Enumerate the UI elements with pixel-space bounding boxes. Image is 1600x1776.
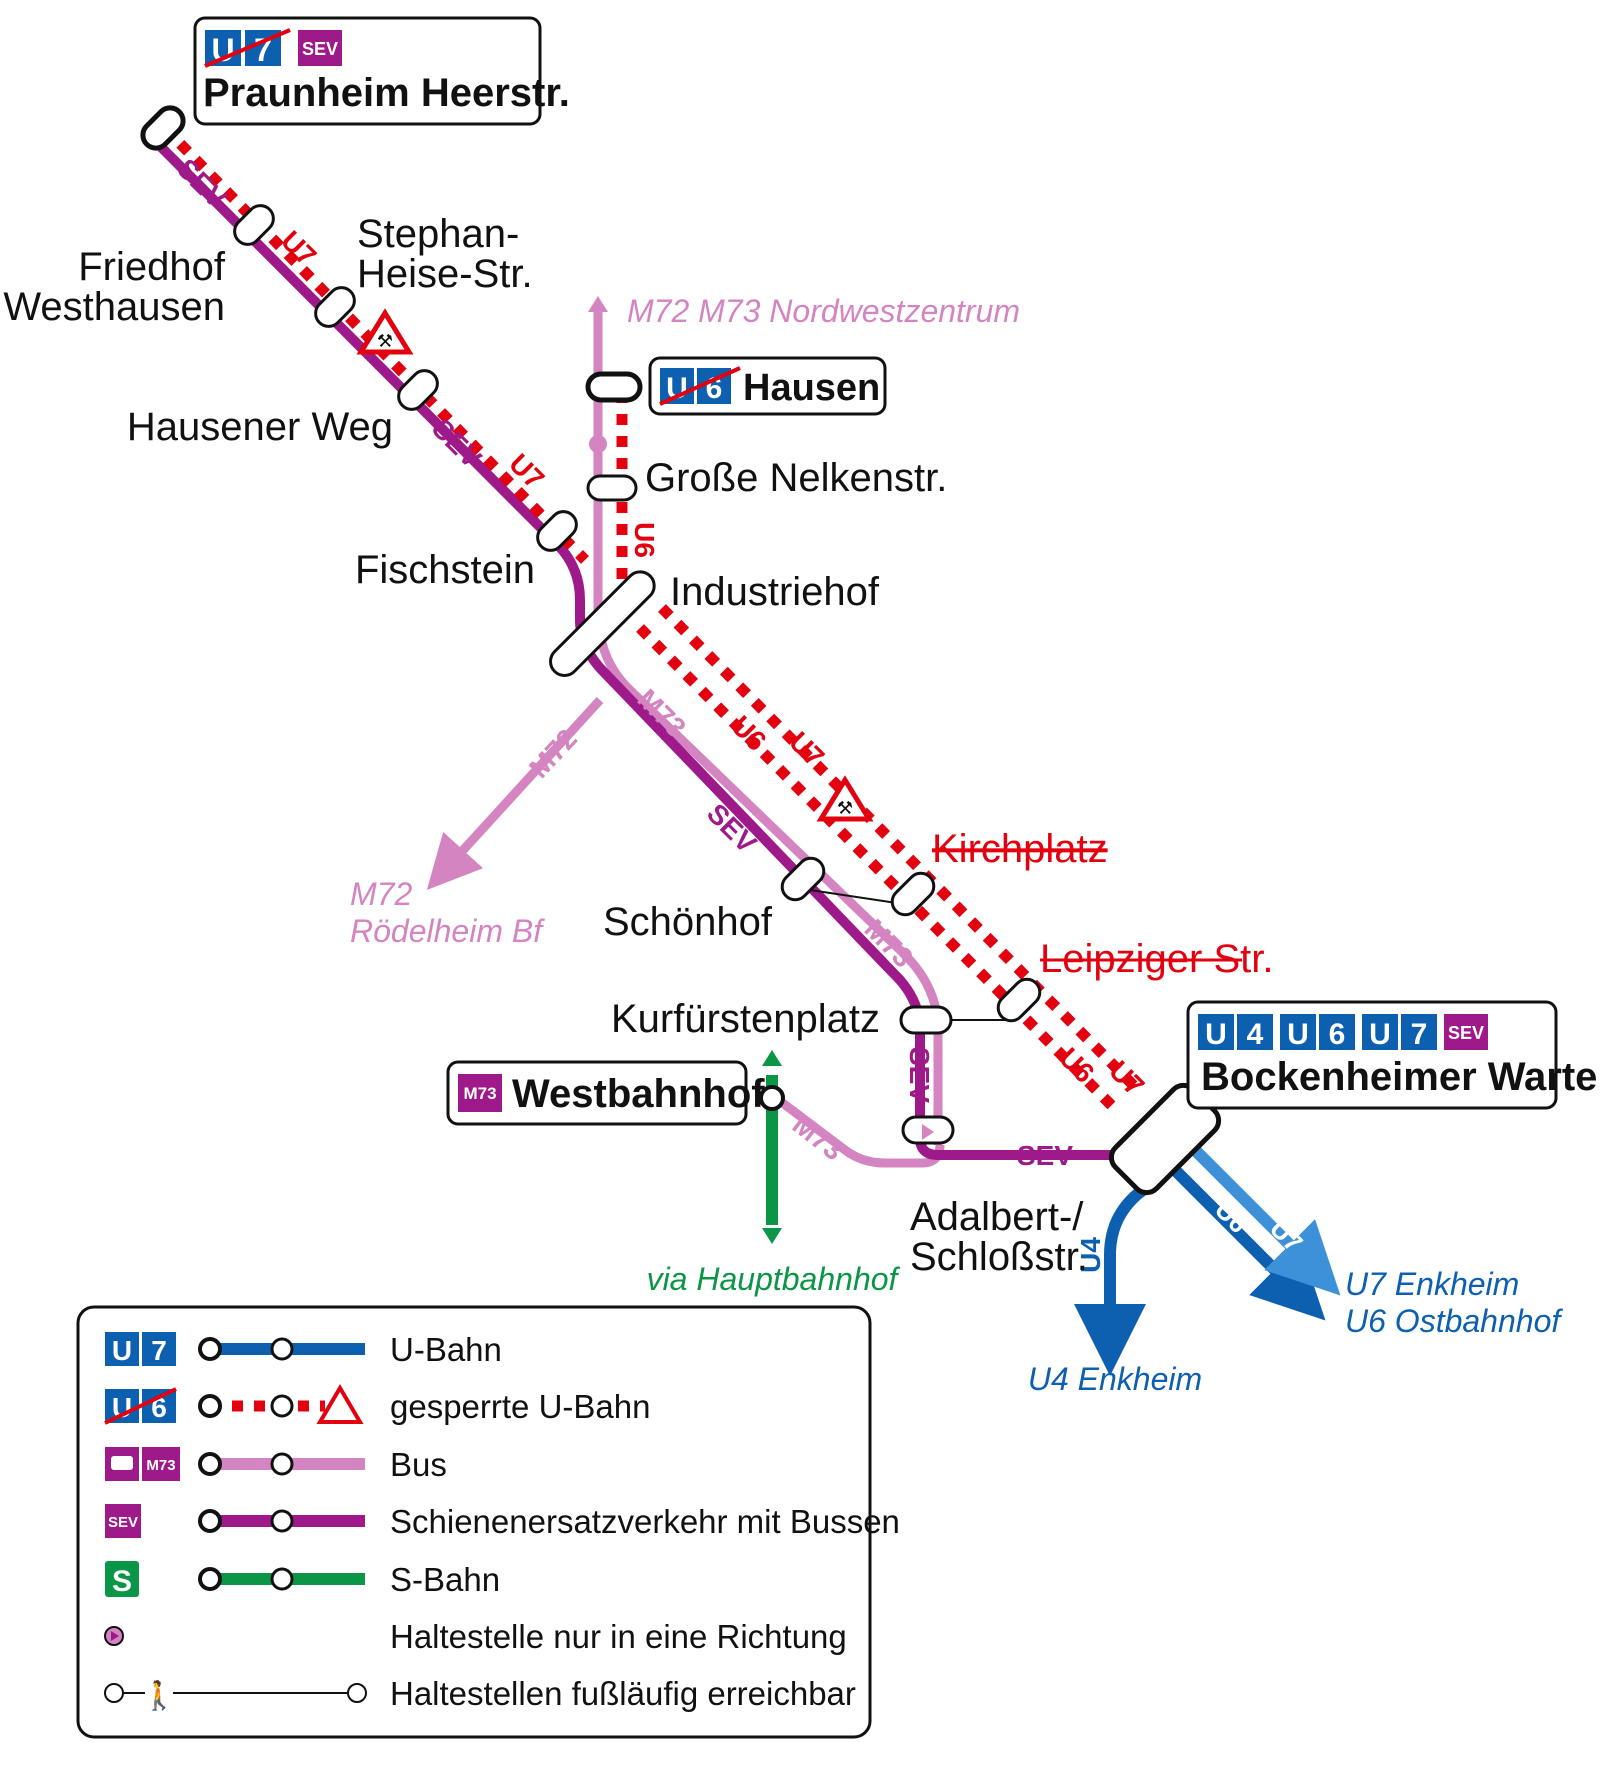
construction-icon-south: ⚒ [816,775,874,822]
stop-one-direction-dot [589,435,607,453]
dest-u7-enkheim: U7 Enkheim [1345,1266,1519,1302]
station-hausen[interactable] [585,371,643,403]
u6-closed-label-2: U6 [725,710,772,757]
label-adalbert-1: Adalbert-/ [910,1195,1084,1239]
u4-label: U4 [1075,1237,1106,1273]
station-schoenhof[interactable] [777,853,829,905]
u7-closed-label-4: U7 [1103,1055,1150,1102]
label-kurfuerstenplatz: Kurfürstenplatz [611,997,880,1041]
m73-label-1: M73 [631,683,691,743]
dest-u6-ostbahnhof: U6 Ostbahnhof [1345,1303,1563,1339]
sbahn-arrow-down [762,1228,782,1244]
praunheim-name: Praunheim Heerstr. [203,71,570,115]
sev-line [153,139,1130,1160]
svg-text:⚒: ⚒ [377,331,393,351]
badge-hausen[interactable]: U 6 Hausen [648,356,887,416]
dest-roedelheim-1: M72 [350,876,412,912]
closed-u7-line-south [658,604,1144,1096]
legend-bus: Bus [390,1446,447,1483]
label-friedhof-2: Westhausen [3,285,225,329]
legend-one-direction: Haltestelle nur in eine Richtung [390,1618,847,1655]
svg-text:U: U [1205,1018,1227,1051]
hausen-name: Hausen [743,367,880,409]
legend-bus-badge: M73 [146,1457,175,1474]
svg-text:⚒: ⚒ [837,798,853,818]
station-friedhof-westhausen[interactable] [229,200,278,249]
bockenheimer-name: Bockenheimer Warte [1201,1055,1597,1099]
ubahn-u4-line [1074,1179,1154,1376]
bockenheimer-line-6: 6 [1329,1018,1346,1051]
legend-sev: Schienenersatzverkehr mit Bussen [390,1503,900,1540]
legend-ubahn: U-Bahn [390,1331,502,1368]
praunheim-sev: SEV [302,39,338,59]
legend-sbahn-badge: S [112,1565,132,1598]
station-hausener-weg[interactable] [393,365,442,414]
legend-sev-badge: SEV [108,1514,138,1531]
sev-label-4: SEV [904,1047,935,1103]
svg-text:U: U [1369,1018,1391,1051]
closed-u6-line-south [636,624,1122,1116]
station-kirchplatz[interactable] [887,868,939,920]
label-fischstein: Fischstein [355,548,535,592]
badge-bockenheimer-warte[interactable]: U 4 U 6 U 7 SEV Bockenheimer Warte [1186,1000,1597,1110]
legend-sbahn: S-Bahn [390,1561,500,1598]
dest-nordwestzentrum: M72 M73 Nordwestzentrum [627,293,1020,329]
station-fischstein[interactable] [532,506,581,555]
svg-text:7: 7 [151,1335,167,1366]
one-direction-triangle-adalbert [922,1124,934,1140]
label-stephan-1: Stephan- [357,212,519,256]
legend-walk: Haltestellen fußläufig erreichbar [390,1675,856,1712]
label-industriehof: Industriehof [670,570,880,614]
station-leipziger[interactable] [993,974,1045,1026]
label-hausener-weg: Hausener Weg [127,405,393,449]
station-kurfuerstenplatz[interactable] [899,1005,953,1035]
westbahnhof-name: Westbahnhof [512,1072,765,1116]
s-label: S [776,1142,803,1158]
westbahnhof-bus: M73 [463,1084,496,1103]
nordwest-arrow [588,296,608,312]
label-friedhof-1: Friedhof [78,245,226,289]
svg-text:U: U [1287,1018,1309,1051]
dest-u4-enkheim: U4 Enkheim [1028,1361,1202,1397]
u7-closed-label-2: U7 [503,448,550,495]
station-stephan-heise[interactable] [310,282,359,331]
svg-text:🚶: 🚶 [142,1679,177,1712]
bockenheimer-sev: SEV [1448,1023,1484,1043]
legend: U 7 U-Bahn U 6 gesperrte U-Bahn M73 Bus … [76,1305,900,1739]
sev-label-5: SEV [1017,1140,1073,1171]
sbahn-arrow-up [762,1050,782,1066]
label-adalbert-2: Schloßstr. [910,1235,1088,1279]
construction-icon-north: ⚒ [356,308,414,355]
svg-text:U: U [112,1335,132,1366]
u6-closed-label-1: U6 [629,522,660,558]
dest-via-hauptbahnhof: via Hauptbahnhof [647,1261,901,1297]
station-westbahnhof[interactable] [759,1085,785,1111]
dest-roedelheim-2: Rödelheim Bf [350,913,545,949]
bockenheimer-line-7: 7 [1411,1018,1428,1051]
bus-m72-roedelheim-line [426,696,604,890]
station-industriehof[interactable] [545,566,660,681]
label-grosse-nelkenstr: Große Nelkenstr. [645,456,947,500]
label-stephan-2: Heise-Str. [357,252,533,296]
label-schoenhof: Schönhof [603,900,773,944]
bockenheimer-line-4: 4 [1247,1018,1264,1051]
badge-praunheim[interactable]: U 7 SEV Praunheim Heerstr. [193,16,570,126]
ubahn-u7-line [1190,1145,1341,1296]
station-grosse-nelkenstr[interactable] [586,474,638,502]
badge-westbahnhof[interactable]: M73 Westbahnhof [446,1060,765,1126]
legend-gesperrte-ubahn: gesperrte U-Bahn [390,1388,650,1425]
station-praunheim[interactable] [138,103,189,154]
